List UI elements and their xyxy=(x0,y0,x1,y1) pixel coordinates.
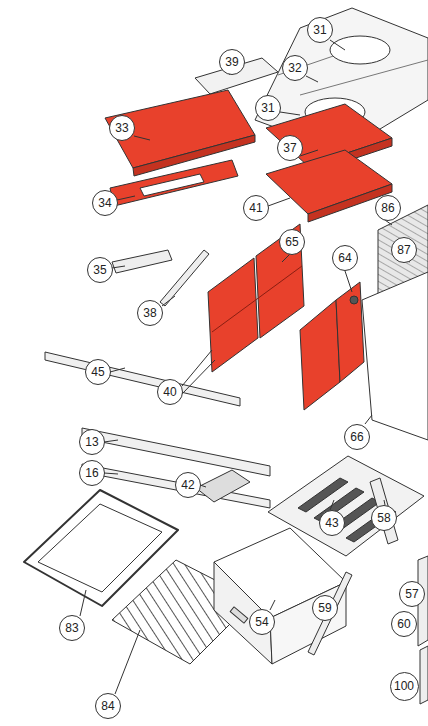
callout-number: 38 xyxy=(137,300,163,326)
callout-number: 83 xyxy=(59,615,85,641)
callout-text: 84 xyxy=(101,699,114,713)
callout-number: 86 xyxy=(375,195,401,221)
callout-number: 13 xyxy=(79,429,105,455)
callout-number: 100 xyxy=(390,672,419,701)
callout-text: 16 xyxy=(85,466,98,480)
callout-text: 57 xyxy=(405,587,418,601)
callout-text: 60 xyxy=(397,617,410,631)
callout-text: 41 xyxy=(249,201,262,215)
callout-text: 39 xyxy=(225,55,238,69)
callout-number: 65 xyxy=(279,229,305,255)
callout-number: 59 xyxy=(312,595,338,621)
callout-number: 31 xyxy=(255,95,281,121)
callout-text: 87 xyxy=(397,243,410,257)
callout-number: 31 xyxy=(307,17,333,43)
callout-text: 31 xyxy=(313,23,326,37)
callout-number: 87 xyxy=(391,237,417,263)
callout-text: 54 xyxy=(255,615,268,629)
callout-text: 43 xyxy=(325,516,338,530)
callout-text: 100 xyxy=(394,679,414,693)
callout-text: 65 xyxy=(285,235,298,249)
callout-text: 45 xyxy=(91,365,104,379)
callout-text: 34 xyxy=(98,196,111,210)
callout-number: 16 xyxy=(79,460,105,486)
callout-number: 45 xyxy=(85,359,111,385)
callout-number: 64 xyxy=(332,245,358,271)
callout-text: 64 xyxy=(338,251,351,265)
callout-number: 58 xyxy=(371,505,397,531)
callout-number: 33 xyxy=(109,115,135,141)
callout-text: 32 xyxy=(288,61,301,75)
callout-number: 35 xyxy=(87,257,113,283)
callout-number: 37 xyxy=(277,135,303,161)
callout-text: 58 xyxy=(377,511,390,525)
callout-number: 54 xyxy=(249,609,275,635)
callout-number: 84 xyxy=(95,693,121,719)
callout-text: 86 xyxy=(381,201,394,215)
callout-text: 42 xyxy=(181,478,194,492)
callout-text: 33 xyxy=(115,121,128,135)
callout-number: 66 xyxy=(344,424,370,450)
callout-text: 35 xyxy=(93,263,106,277)
callout-text: 66 xyxy=(350,430,363,444)
callout-number: 57 xyxy=(399,581,425,607)
callout-text: 59 xyxy=(318,601,331,615)
callout-number: 40 xyxy=(157,379,183,405)
callout-number: 60 xyxy=(391,611,417,637)
callout-number: 34 xyxy=(92,190,118,216)
callout-text: 37 xyxy=(283,141,296,155)
callout-number: 42 xyxy=(175,472,201,498)
callout-number: 43 xyxy=(319,510,345,536)
callout-text: 83 xyxy=(65,621,78,635)
callout-text: 38 xyxy=(143,306,156,320)
callout-number: 32 xyxy=(282,55,308,81)
callout-number: 41 xyxy=(243,195,269,221)
callout-text: 31 xyxy=(261,101,274,115)
callout-number: 39 xyxy=(219,49,245,75)
callout-text: 40 xyxy=(163,385,176,399)
callout-text: 13 xyxy=(85,435,98,449)
